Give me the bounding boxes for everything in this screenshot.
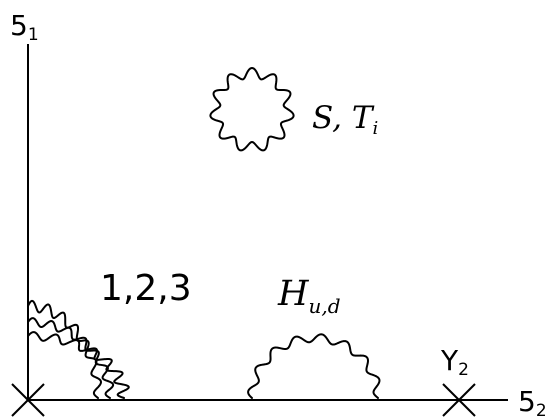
yukawa-label: Y2 (440, 344, 469, 380)
horizontal-axis-label: 52 (518, 385, 547, 417)
vertical-axis-label: 51 (10, 9, 39, 45)
higgs-label: Hu,d (277, 274, 341, 318)
singlet-wavy-circle (209, 67, 295, 152)
singlet-label: S, Ti (312, 100, 378, 139)
fixed-point-y2-marker (442, 383, 476, 417)
gauge-fields-label: 1,2,3 (100, 268, 192, 309)
fixed-point-origin-marker (11, 383, 45, 417)
gauge-wave-1 (27, 299, 102, 399)
gauge-wave-3 (27, 331, 130, 399)
higgs-wave-arc (247, 333, 381, 399)
gauge-wave-2 (27, 317, 115, 399)
